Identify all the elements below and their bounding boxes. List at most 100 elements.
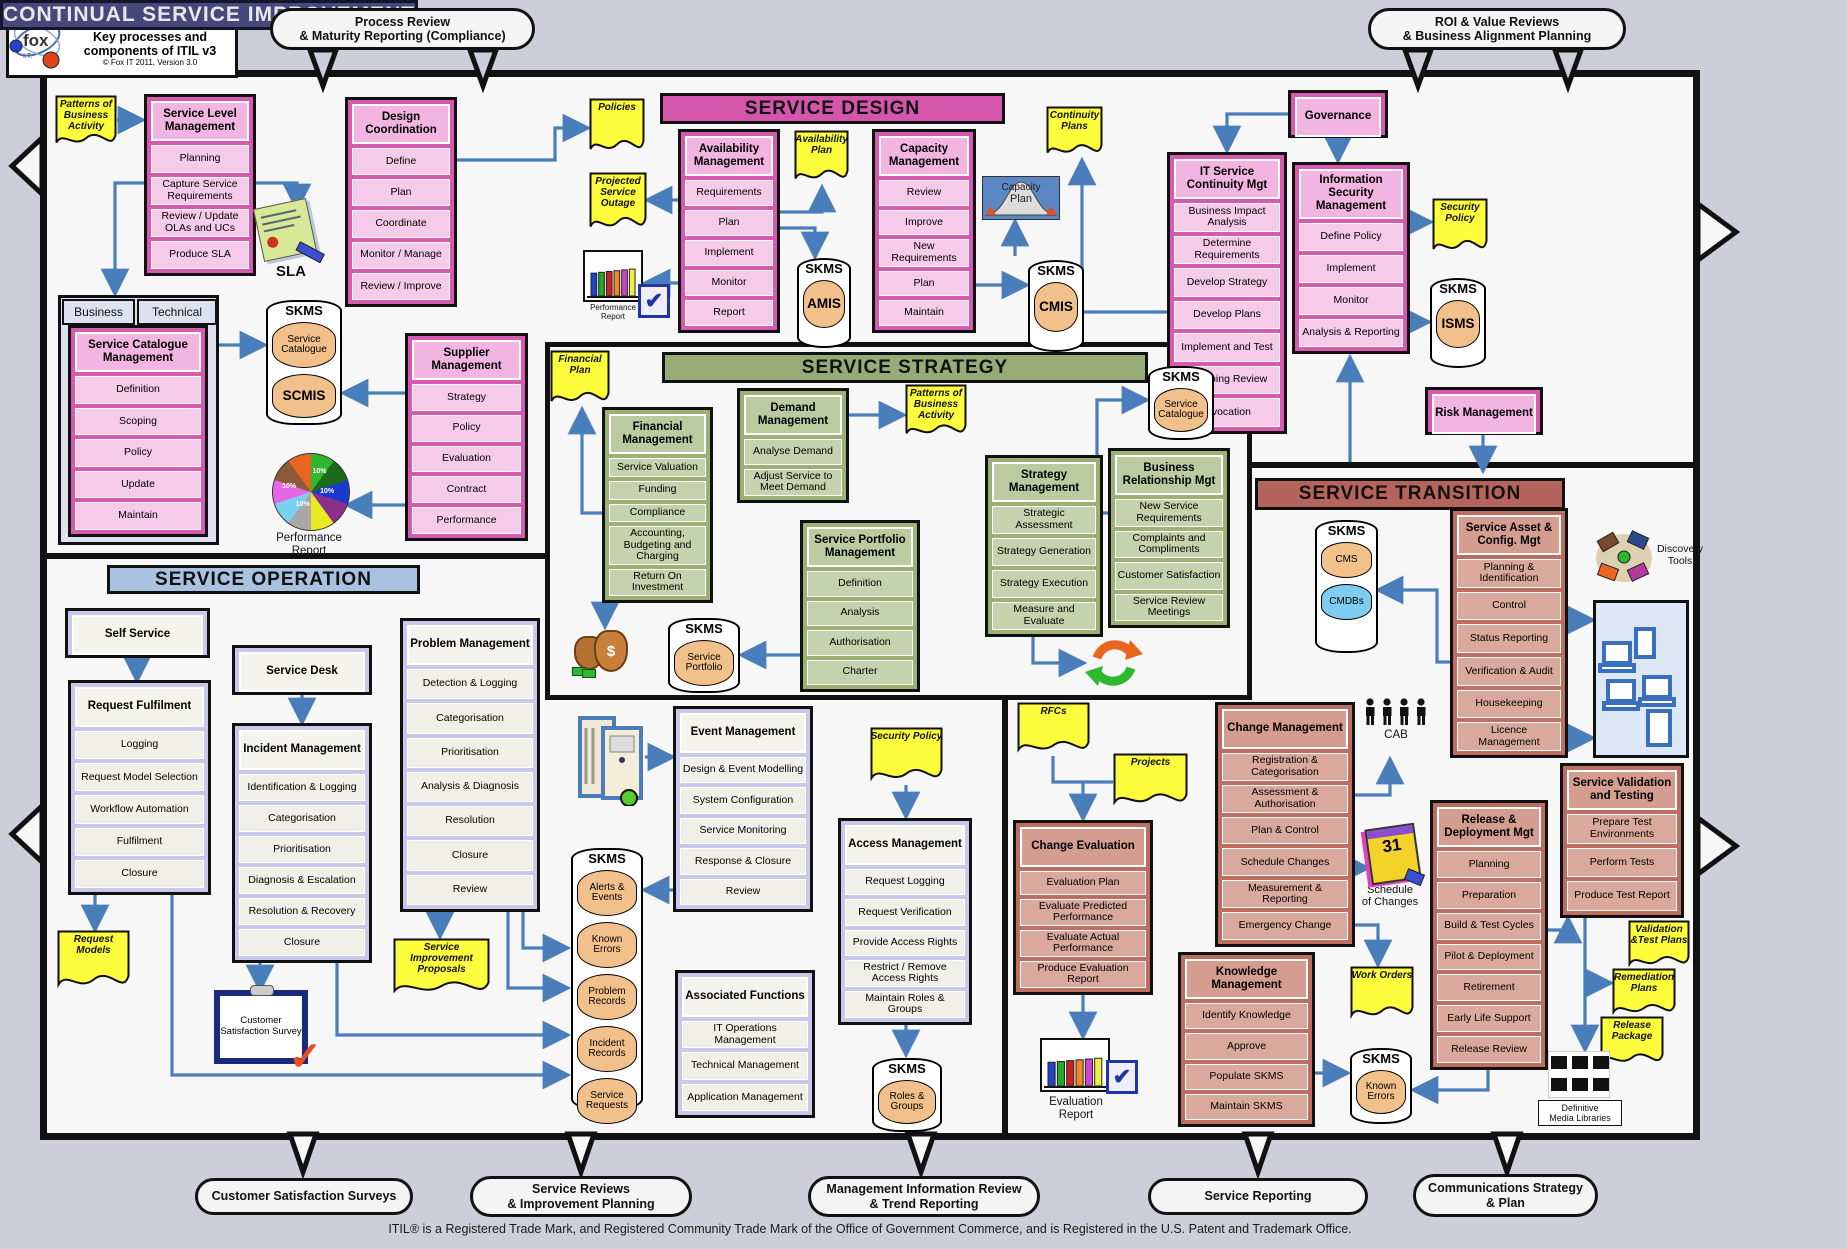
service-desk-header: Service Desk [239, 652, 365, 692]
pill-mgmt-info: Management Information Review & Trend Re… [808, 1176, 1040, 1217]
banner-service-design: SERVICE DESIGN [660, 93, 1005, 124]
skms-operation-stack-disc-1: Known Errors [577, 922, 637, 968]
scroll-projected-service-outage-shape [589, 172, 647, 228]
skms-service-portfolio-disc-0: Service Portfolio [674, 640, 734, 686]
scroll-validation-test-plans-text: Validation &Test Plans [1630, 924, 1688, 947]
pill-service-reviews: Service Reviews & Improvement Planning [470, 1176, 692, 1217]
skms-operation-stack-disc-4: Service Requests [577, 1078, 637, 1124]
pill-process-review: Process Review & Maturity Reporting (Com… [270, 8, 535, 50]
service-portfolio-mgmt-item-2: Authorisation [807, 630, 913, 656]
associated-functions-item-0: IT Operations Management [682, 1021, 808, 1049]
service-asset-config-mgmt-item-5: Licence Management [1457, 722, 1561, 752]
scroll-work-orders-text: Work Orders [1351, 970, 1413, 981]
tab-technical: Technical [137, 299, 217, 325]
server-icon [577, 714, 645, 807]
scroll-remediation-plans-text: Remediation Plans [1613, 972, 1674, 995]
event-mgmt-item-0: Design & Event Modelling [680, 757, 806, 784]
scroll-continuity-plans-shape [1046, 106, 1103, 154]
release-deployment-mgmt-header: Release & Deployment Mgt [1437, 807, 1541, 847]
supplier-mgmt-item-3: Contract [412, 476, 521, 504]
skms-roles-groups-disc-0: Roles & Groups [878, 1080, 936, 1124]
app-subtitle: Key processes and components of ITIL v3 [83, 30, 217, 58]
change-mgmt-item-4: Measurement & Reporting [1222, 880, 1348, 909]
evaluation-report-label: Evaluation Report [1049, 1096, 1103, 1121]
scroll-release-package-text: Release Package [1611, 1020, 1653, 1043]
service-validation-testing-item-2: Produce Test Report [1567, 881, 1677, 912]
definitive-media-icon [1547, 1050, 1611, 1099]
service-catalogue-mgmt-item-2: Policy [75, 439, 201, 467]
it-service-continuity-mgmt-item-4: Implement and Test [1174, 333, 1280, 362]
change-evaluation-item-0: Evaluation Plan [1020, 871, 1146, 895]
service-transition-top-edge [1252, 462, 1693, 468]
service-validation-testing-item-0: Prepare Test Environments [1567, 814, 1677, 844]
scroll-projects: Projects [1113, 753, 1188, 809]
capacity-mgmt-item-0: Review [879, 180, 969, 206]
design-coordination-item-3: Monitor / Manage [352, 241, 450, 269]
change-mgmt-item-1: Assessment & Authorisation [1222, 784, 1348, 813]
scroll-availability-plan: Availability Plan [794, 130, 849, 185]
cab-label: CAB [1384, 729, 1408, 741]
information-security-mgmt-header: Information Security Management [1299, 169, 1403, 219]
scroll-continuity-plans-text: Continuity Plans [1049, 110, 1100, 133]
business-relationship-mgmt-header: Business Relationship Mgt [1115, 455, 1223, 495]
scroll-rfcs-text: RFCs [1040, 706, 1067, 717]
capacity-mgmt-item-1: Improve [879, 209, 969, 236]
scroll-financial-plan-text: Financial Plan [558, 354, 602, 377]
strategy-mgmt-item-2: Strategy Execution [992, 570, 1096, 598]
scroll-projected-service-outage: Projected Service Outage [589, 172, 647, 234]
it-service-continuity-mgmt-header: IT Service Continuity Mgt [1174, 159, 1280, 199]
capacity-plan-icon: Capacity Plan [981, 175, 1061, 221]
pill-comms: Communications Strategy & Plan [1413, 1174, 1598, 1217]
skms-service-catalogue-2-label: SKMS [1162, 369, 1200, 384]
risk-mgmt-box: Risk Management [1425, 387, 1543, 435]
tab-business: Business [62, 299, 135, 325]
service-asset-config-mgmt-item-3: Verification & Audit [1457, 657, 1561, 686]
change-mgmt-item-2: Plan & Control [1222, 816, 1348, 845]
scroll-projects-text: Projects [1130, 757, 1171, 768]
scroll-projects-shape [1113, 753, 1188, 806]
scroll-financial-plan: Financial Plan [550, 350, 610, 408]
demand-mgmt-item-0: Analyse Demand [744, 439, 842, 465]
change-evaluation-header: Change Evaluation [1020, 827, 1146, 867]
governance-box: Governance [1288, 90, 1388, 138]
schedule-calendar-icon: 31 [1364, 822, 1426, 887]
knowledge-mgmt-item-2: Populate SKMS [1185, 1063, 1308, 1090]
incident-mgmt-item-5: Closure [239, 929, 365, 956]
service-portfolio-mgmt-item-0: Definition [807, 571, 913, 597]
schedule-of-changes-label: Schedule of Changes [1361, 884, 1419, 909]
scroll-remediation-plans-shape [1612, 968, 1676, 1016]
scroll-security-policy-op-text: Security Policy [870, 731, 943, 742]
service-level-mgmt-item-3: Produce SLA [151, 241, 249, 269]
scroll-security-policy-sd-text: Security Policy [1440, 202, 1480, 225]
scroll-security-policy-sd-shape [1432, 198, 1488, 250]
self-service-header: Self Service [72, 615, 203, 655]
change-mgmt-item-0: Registration & Categorisation [1222, 753, 1348, 781]
performance-pie-icon: 10% 10% 10% 10% [272, 453, 350, 531]
knowledge-mgmt-header: Knowledge Management [1185, 959, 1308, 999]
availability-mgmt-item-4: Report [685, 300, 773, 326]
business-relationship-mgmt-item-3: Service Review Meetings [1115, 593, 1223, 621]
risk-mgmt-header: Risk Management [1432, 394, 1536, 434]
incident-mgmt-item-3: Diagnosis & Escalation [239, 867, 365, 894]
supplier-mgmt-item-0: Strategy [412, 384, 521, 411]
scroll-availability-plan-text: Availability Plan [795, 134, 848, 157]
financial-mgmt-item-4: Return On Investment [609, 568, 706, 596]
scroll-validation-test-plans-shape [1628, 920, 1690, 968]
scroll-remediation-plans: Remediation Plans [1612, 968, 1676, 1018]
scroll-service-improvement-proposals: Service Improvement Proposals [393, 938, 490, 998]
